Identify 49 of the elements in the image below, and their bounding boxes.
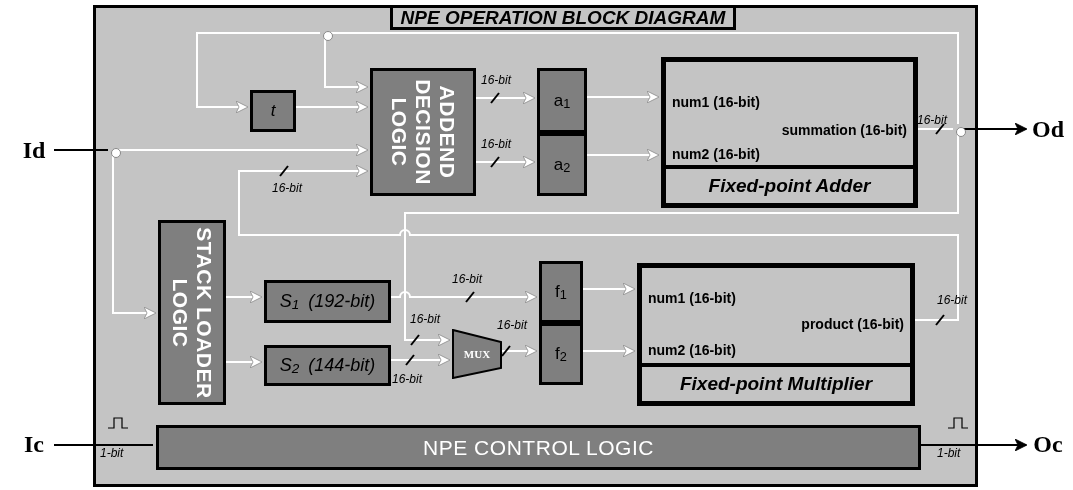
edge-label: 16-bit (392, 372, 423, 386)
port-label: num1 (16-bit) (672, 93, 760, 112)
connector (404, 133, 959, 347)
delay-block: t (250, 90, 296, 132)
port-label: summation (16-bit) (781, 121, 907, 140)
register-block: a$_{1}$ (537, 68, 587, 133)
connector (53, 444, 154, 446)
unit-title-band: Fixed-point Multiplier (642, 363, 910, 401)
register-block: a$_{2}$ (537, 133, 587, 196)
register-block: f$_{1}$ (539, 261, 583, 323)
connector (196, 32, 321, 114)
connector (962, 122, 1028, 136)
stack-register-block: S$_{2}$ (144-bit) (264, 345, 391, 386)
edge-label: 16-bit (481, 137, 512, 151)
connector (238, 164, 959, 321)
register-block: f$_{2}$ (539, 323, 583, 385)
control-logic-bar: NPE CONTROL LOGIC (156, 425, 921, 470)
logic-block (370, 68, 476, 196)
edge-label: 16-bit (497, 318, 528, 332)
arithmetic-unit-box (637, 263, 915, 406)
connector (53, 149, 109, 151)
connector (324, 37, 369, 94)
edge-label: 1-bit (100, 446, 124, 460)
multiplexer-trapezoid: MUX (452, 329, 502, 379)
edge-label: 16-bit (481, 73, 512, 87)
port-label: num2 (16-bit) (648, 341, 736, 360)
block-label: ADDEND DECISION LOGIC (387, 78, 459, 187)
bus-width-label: 16-bit (272, 181, 303, 195)
connector (329, 32, 959, 125)
edge-label: 16-bit (410, 312, 441, 326)
input-label: Id (14, 137, 54, 163)
logic-block (158, 220, 226, 405)
output-label: Oc (1026, 431, 1070, 457)
edge-label: 16-bit (937, 293, 968, 307)
edge-label: 16-bit (452, 272, 483, 286)
port-label: num1 (16-bit) (648, 289, 736, 308)
block-label: STACK LOADER LOGIC (168, 225, 216, 400)
edge-label: 16-bit (917, 113, 948, 127)
arithmetic-unit-box (661, 57, 918, 208)
edge-label: 1-bit (937, 446, 961, 460)
unit-title-band: Fixed-point Adder (666, 165, 913, 203)
input-label: Ic (14, 431, 54, 457)
frame-heading: NPE OPERATION BLOCK DIAGRAM (390, 5, 736, 30)
connector (112, 154, 157, 320)
port-label: product (16-bit) (801, 315, 904, 334)
output-label: Od (1026, 116, 1070, 142)
connector (117, 143, 369, 157)
port-label: num2 (16-bit) (672, 145, 760, 164)
stack-register-block: S$_{1}$ (192-bit) (264, 280, 391, 323)
